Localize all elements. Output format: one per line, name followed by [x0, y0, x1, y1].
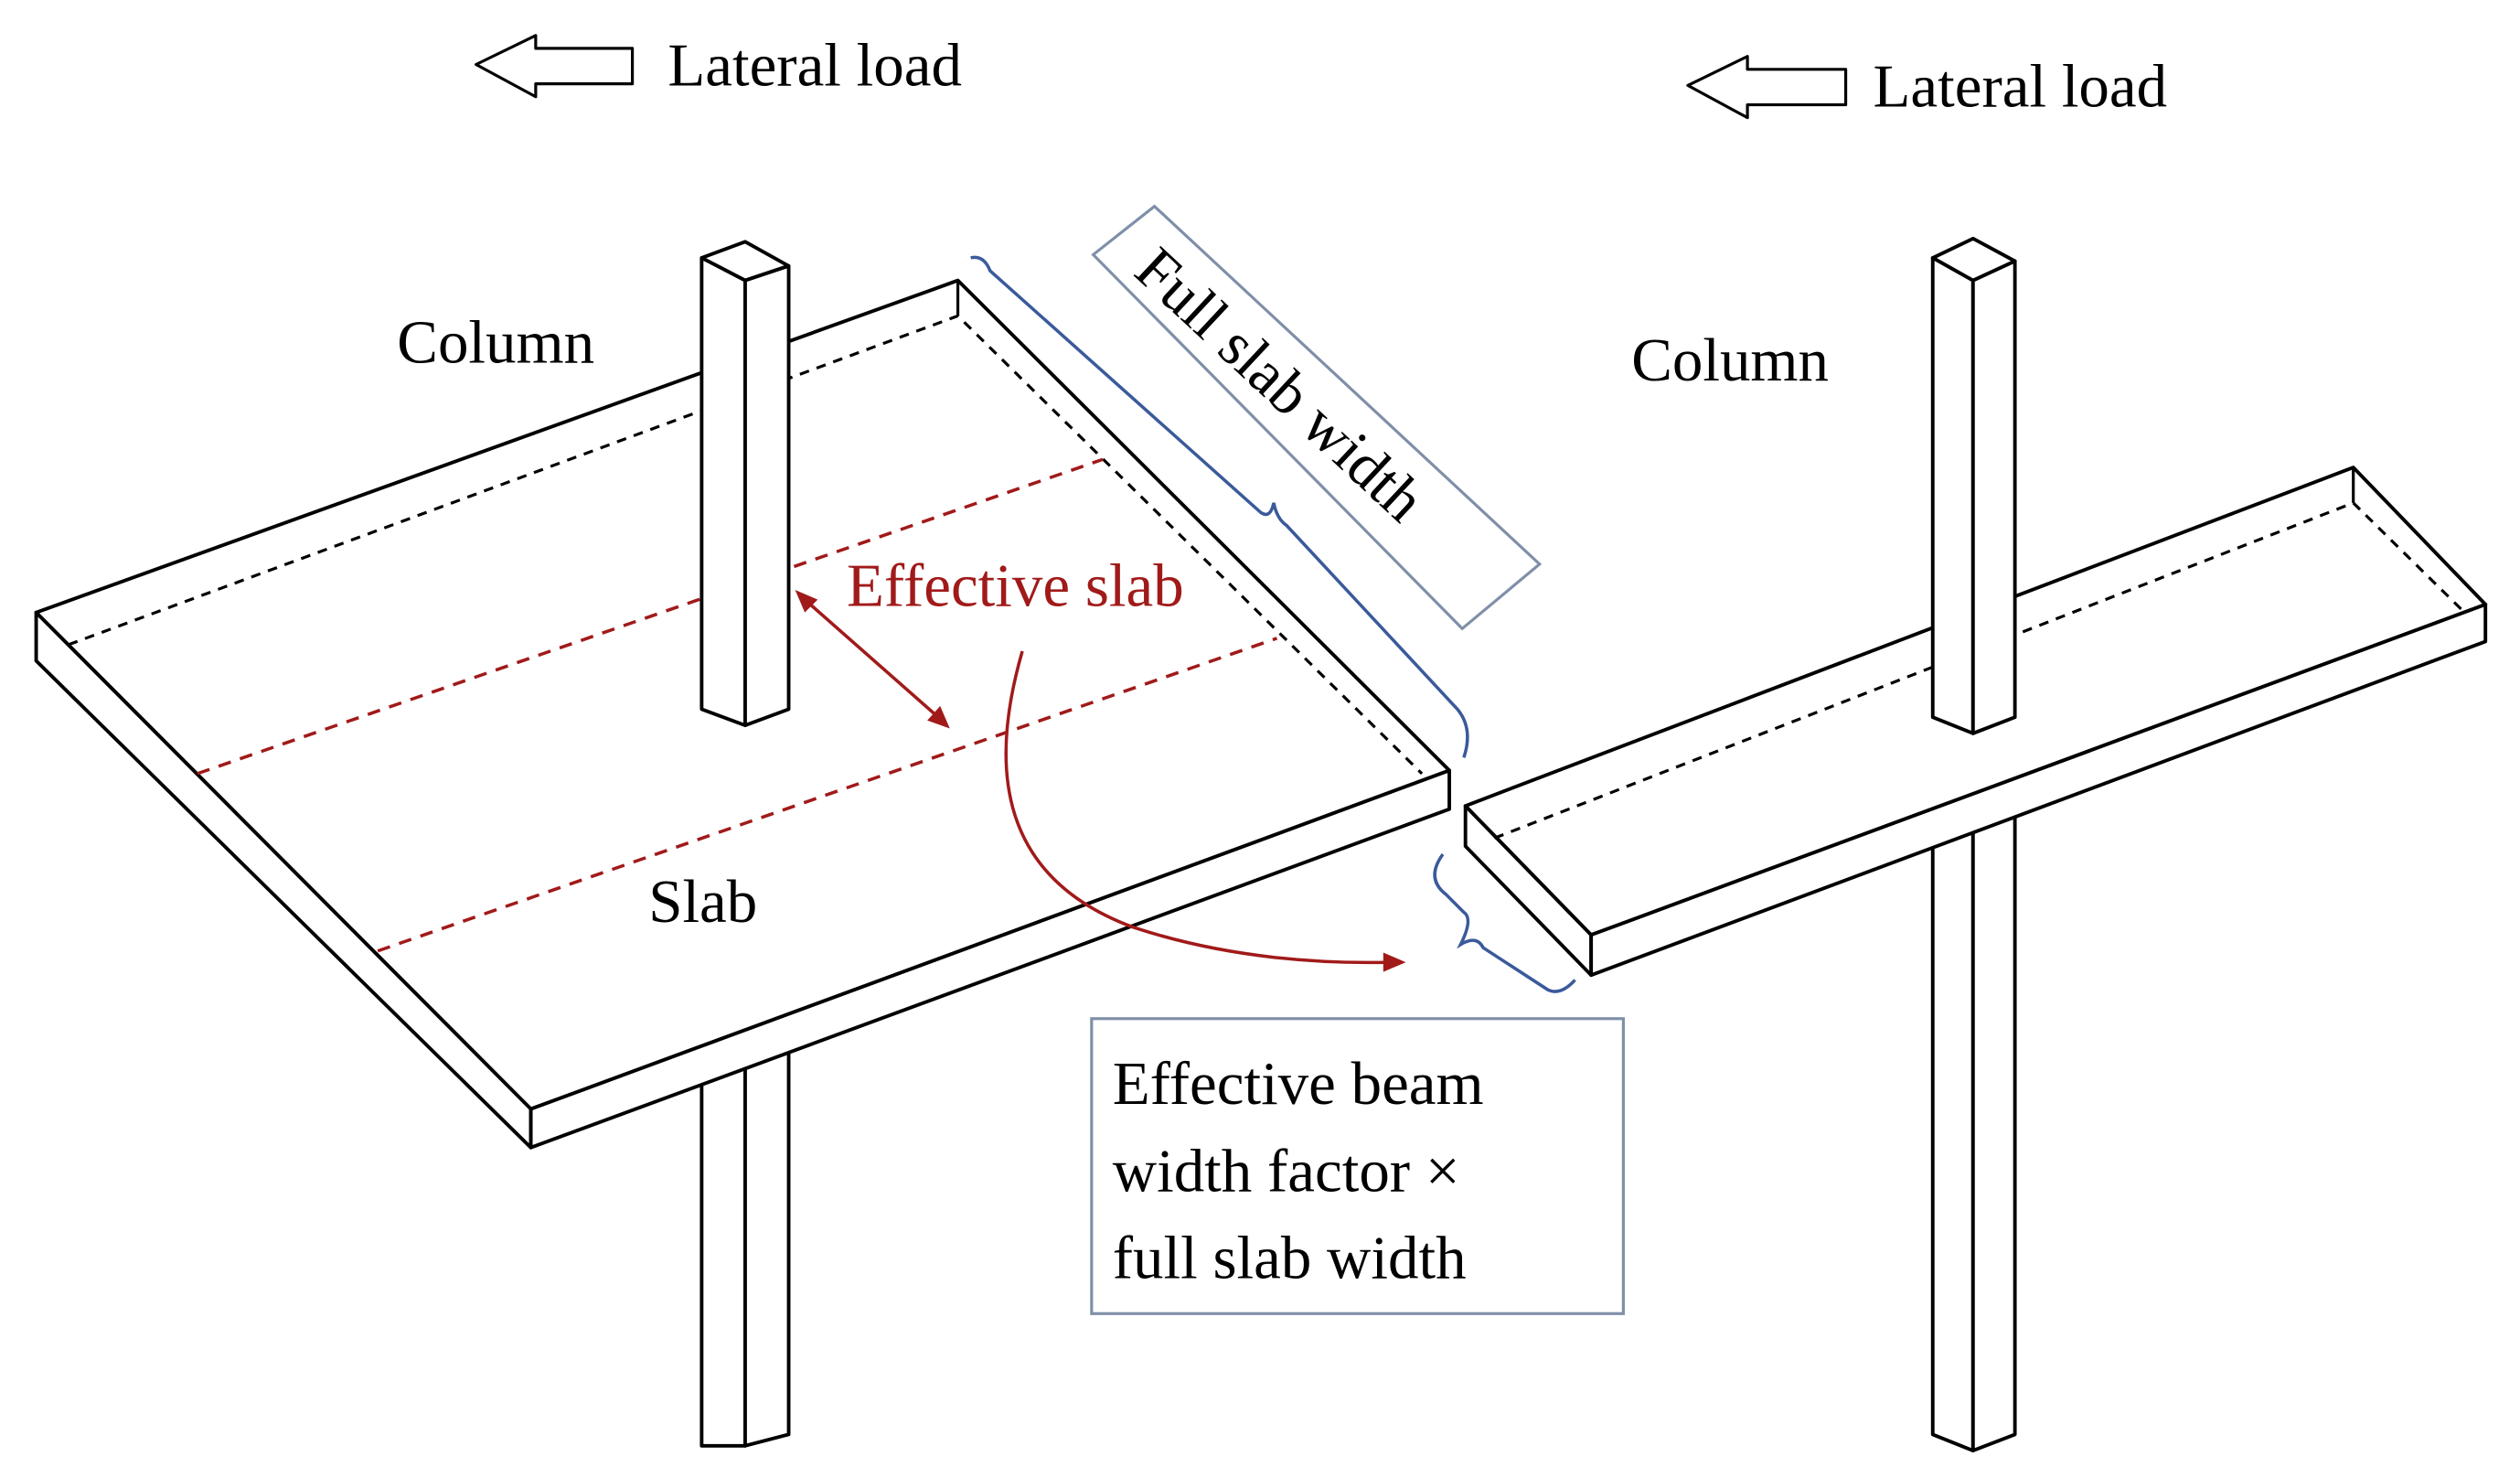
right-column-upper	[1930, 236, 2017, 735]
effective-beam-box	[1090, 1017, 1625, 1315]
left-column-lower	[699, 1049, 791, 1448]
lateral-load-label-right: Lateral load	[1874, 52, 2168, 120]
effective-slab-dimension-arrow	[803, 598, 942, 721]
column-label-left: Column	[397, 309, 594, 377]
right-column-lower	[1930, 804, 2017, 1452]
lateral-load-arrow-left-icon	[475, 34, 635, 99]
slab-label: Slab	[648, 868, 757, 936]
transfer-arrow	[1004, 650, 1390, 965]
effective-beam-line-3: full slab width	[1113, 1224, 1467, 1291]
effective-width-brace	[1433, 852, 1576, 993]
lateral-load-label-left: Lateral load	[667, 31, 962, 99]
effective-beam-line-1: Effective beam	[1113, 1050, 1484, 1118]
effective-slab-label: Effective slab	[847, 552, 1184, 620]
effective-beam-line-2: width factor ×	[1113, 1137, 1460, 1205]
effective-slab-line-2	[377, 637, 1278, 953]
lateral-load-arrow-right-icon	[1686, 55, 1848, 120]
effective-slab-line-1	[197, 457, 1104, 776]
column-label-right: Column	[1631, 327, 1829, 394]
full-slab-width-box	[1091, 204, 1543, 631]
left-column-upper	[699, 240, 791, 727]
full-slab-width-brace	[970, 255, 1469, 758]
